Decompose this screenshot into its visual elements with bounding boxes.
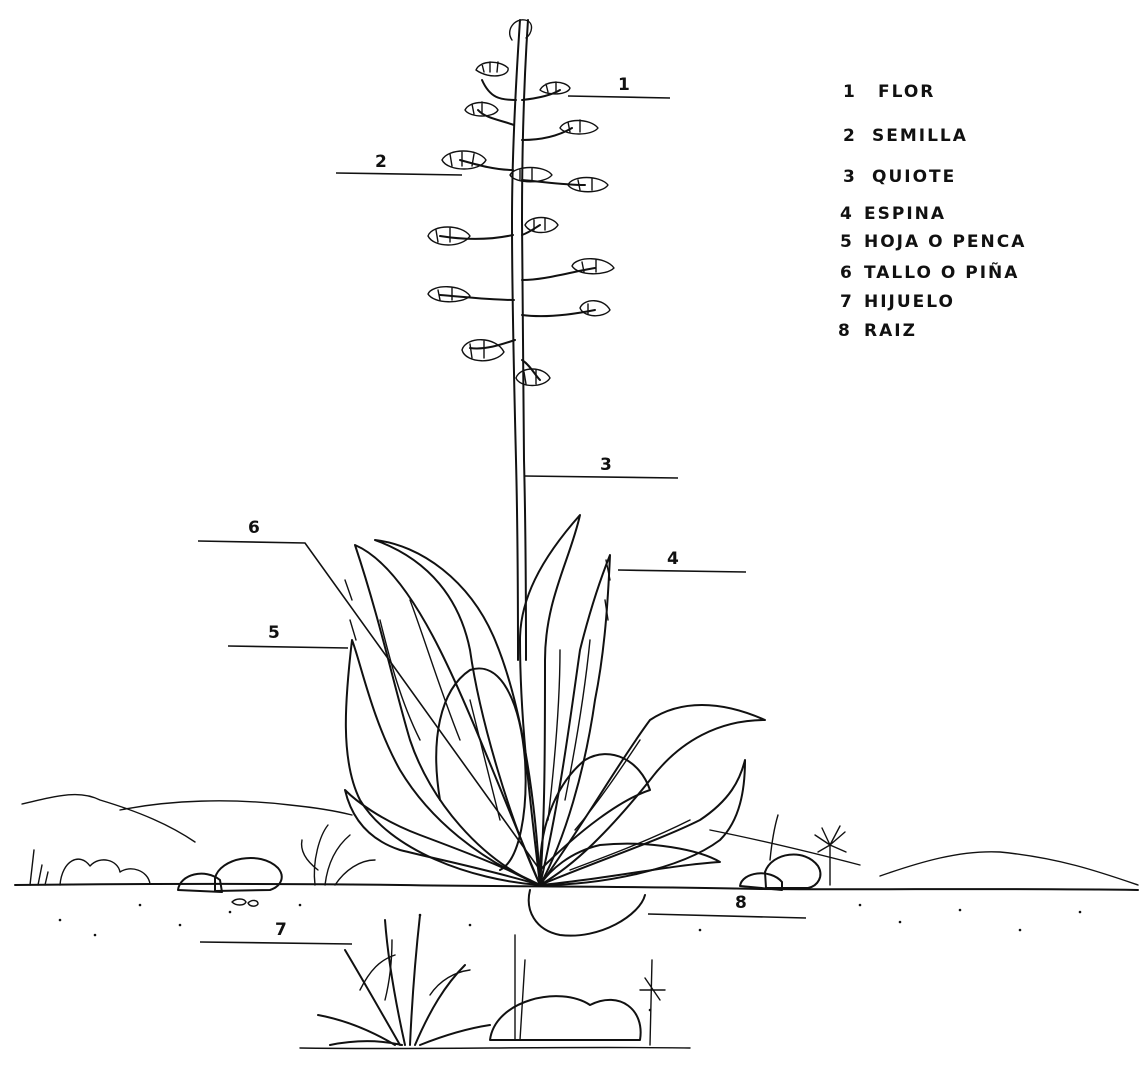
leaf-front: [436, 668, 525, 870]
legend-number: 8: [838, 321, 852, 341]
callout-number-3: 3: [600, 455, 612, 475]
callout-number-5: 5: [268, 623, 280, 643]
sprout-right: [770, 815, 778, 860]
legend: 1 FLOR 2 SEMILLA 3 QUIOTE 4 ESPINA 5 HOJ…: [838, 82, 1026, 341]
hill-right-2: [710, 830, 860, 865]
leader-line-4: [618, 570, 746, 572]
small-stones: [232, 899, 258, 906]
hill-left: [22, 794, 195, 842]
leader-line-8: [648, 914, 806, 918]
callout-number-6: 6: [248, 518, 260, 538]
branch: [440, 235, 513, 239]
legend-label: FLOR: [878, 82, 935, 102]
spine-detail: [345, 560, 610, 640]
legend-label: SEMILLA: [872, 126, 968, 146]
flower-cluster: [572, 259, 614, 274]
flower-cluster: [462, 340, 504, 361]
flower-cluster: [525, 218, 558, 233]
legend-item-6: 6 TALLO O PIÑA: [840, 260, 1019, 283]
leader-line-5: [228, 646, 348, 648]
leaf: [540, 705, 765, 885]
legend-item-2: 2 SEMILLA: [843, 126, 968, 146]
rock-left: [215, 858, 282, 891]
rock-lower: [490, 996, 641, 1040]
legend-label: HIJUELO: [864, 292, 955, 312]
sprout-lower: [515, 935, 665, 1045]
flower-cluster: [428, 227, 470, 245]
flower-stalk: [428, 20, 614, 660]
flower-cluster: [510, 168, 552, 182]
flower-cluster: [476, 62, 508, 76]
ground-line-lower: [300, 1047, 690, 1048]
legend-item-8: 8 RAIZ: [838, 321, 917, 341]
leaf: [375, 540, 540, 885]
flower-cluster: [442, 151, 486, 169]
leader-line-2: [336, 173, 462, 175]
legend-number: 3: [843, 167, 857, 187]
legend-label: QUIOTE: [872, 167, 956, 187]
leader-line-3: [524, 476, 678, 478]
branch: [440, 295, 514, 300]
branch: [482, 80, 516, 100]
flower-cluster: [560, 120, 598, 134]
stem-base: [529, 890, 645, 936]
leaf: [540, 555, 610, 885]
legend-item-7: 7 HIJUELO: [840, 292, 955, 312]
callout-number-8: 8: [735, 893, 747, 913]
flower-cluster: [465, 102, 498, 116]
leader-line-1: [568, 96, 670, 98]
leader-line-7: [200, 942, 352, 944]
rock-right: [765, 855, 820, 888]
callout-number-2: 2: [375, 152, 387, 172]
flower-cluster: [580, 301, 610, 316]
legend-number: 2: [843, 126, 857, 146]
legend-number: 5: [840, 232, 854, 252]
legend-item-3: 3 QUIOTE: [843, 167, 956, 187]
legend-label: TALLO O PIÑA: [864, 260, 1019, 283]
legend-label: ESPINA: [864, 204, 946, 224]
grass-left: [30, 850, 48, 885]
legend-label: RAIZ: [864, 321, 917, 341]
leaf: [346, 640, 540, 885]
legend-item-5: 5 HOJA O PENCA: [840, 232, 1026, 252]
offshoot-leaf: [318, 915, 490, 1045]
leaf: [540, 760, 745, 885]
legend-number: 7: [840, 292, 854, 312]
flower-cluster: [428, 287, 470, 302]
legend-number: 6: [840, 263, 854, 283]
callout-number-1: 1: [618, 75, 630, 95]
callout-number-7: 7: [275, 920, 287, 940]
branch: [522, 128, 572, 140]
legend-number: 4: [840, 204, 854, 224]
legend-item-4: 4 ESPINA: [840, 204, 946, 224]
ground-speckles: [59, 904, 1082, 1012]
hill-right: [880, 852, 1138, 885]
agave-rosette: [345, 515, 765, 936]
shrub-mid: [302, 825, 375, 885]
callout-number-4: 4: [667, 549, 679, 569]
leaf: [520, 515, 580, 885]
flower-clusters: [428, 20, 614, 386]
legend-number: 1: [843, 82, 857, 102]
hill-left-2: [120, 801, 352, 815]
legend-label: HOJA O PENCA: [864, 232, 1026, 252]
leader-lines: [198, 96, 806, 944]
legend-item-1: 1 FLOR: [843, 82, 935, 102]
ground-line: [15, 884, 1138, 890]
offshoot-plant: [318, 915, 665, 1045]
branch: [522, 180, 585, 185]
shrub-left: [60, 859, 150, 885]
